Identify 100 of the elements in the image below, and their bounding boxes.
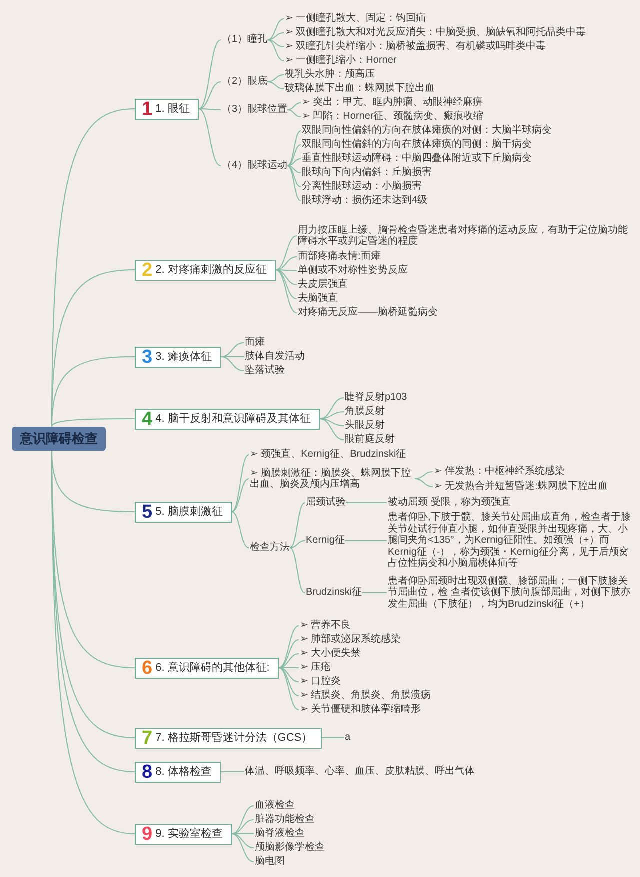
connector-line	[267, 32, 284, 40]
connector-line	[231, 478, 250, 512]
connector-line	[287, 102, 302, 110]
leaf-text: ➢ 结膜炎、角膜炎、角膜溃疡	[300, 690, 432, 702]
topic-label: 4. 脑干反射和意识障碍及其体征	[156, 412, 311, 426]
connector-line	[287, 166, 302, 202]
connector-line	[346, 502, 388, 504]
topic-label: 7. 格拉斯哥昏迷计分法（GCS）	[156, 732, 313, 744]
connector-line	[267, 40, 284, 48]
connector-line	[52, 418, 136, 428]
central-topic: 意识障碍检查	[12, 427, 106, 451]
leaf-text: 肢体自发活动	[245, 351, 305, 363]
connector-line	[231, 454, 250, 512]
topic-box	[135, 658, 279, 678]
topic-label: 6. 意识障碍的其他体征:	[156, 662, 270, 674]
connector-line	[267, 74, 284, 82]
topic-box	[135, 824, 232, 844]
connector-line	[275, 270, 298, 286]
leaf-text: ➢ 凹陷：Horner征、颈髓病变、瘢痕收缩	[302, 111, 484, 123]
subtopic-label: （1）瞳孔	[222, 34, 268, 46]
leaf-text: 脑脊液检查	[255, 828, 305, 840]
leaf-text: 面部疼痛表情:面瘫	[298, 251, 381, 263]
leaf-text: 面瘫	[245, 337, 265, 349]
connector-line	[267, 18, 284, 40]
topic-box	[135, 98, 199, 120]
connector-line	[231, 834, 254, 862]
section-number: 7	[142, 728, 153, 748]
connector-line	[414, 472, 434, 480]
topic-label: 5. 脑膜刺激征	[156, 506, 223, 518]
leaf-text: 眼球浮动：损伤还未达到4级	[302, 195, 428, 207]
leaf-text: 去皮层强直	[298, 279, 348, 291]
leaf-text: 脑电图	[255, 856, 285, 868]
leaf-text: 双眼同向性偏斜的方向在肢体瘫痪的对侧：大脑半球病变	[302, 125, 552, 137]
leaf-text: 玻璃体膜下出血：蛛网膜下腔出血	[285, 83, 435, 95]
leaf-text: 被动屈颈 受限，称为颈强直	[388, 497, 511, 509]
leaf-text: ➢ 双侧瞳孔散大和对光反应消失：中脑受损、脑缺氧和阿托品类中毒	[285, 27, 586, 39]
connector-line	[287, 166, 302, 188]
topic-box	[135, 408, 320, 430]
topic-box	[135, 728, 322, 748]
connector-line	[275, 270, 298, 300]
leaf-text: 视乳头水肿：颅高压	[285, 69, 375, 81]
topic-box	[135, 346, 221, 368]
connector-line	[278, 668, 300, 710]
connector-line	[220, 342, 244, 358]
leaf-text: ➢ 颈强直、Kernig征、Brudzinski征	[250, 449, 406, 461]
connector-line	[231, 834, 254, 848]
topic-box	[135, 502, 232, 522]
leaf-text: 对疼痛无反应——脑桥延髓病变	[298, 307, 438, 319]
connector-line	[198, 108, 222, 110]
connector-line	[275, 236, 298, 270]
connector-line	[344, 540, 388, 542]
section-number: 6	[142, 658, 153, 678]
leaf-text: a	[345, 732, 351, 744]
connector-line	[290, 502, 306, 548]
leaf-text: 分离性眼球运动：小脑损害	[302, 181, 422, 193]
connector-line	[287, 130, 302, 166]
section-number: 1	[142, 100, 153, 118]
topic-label: 3. 瘫痪体征	[156, 350, 212, 364]
leaf-text: ➢ 伴发热：中枢神经系统感染	[434, 466, 566, 478]
connector-line	[287, 110, 302, 118]
leaf-text: ➢ 突出：甲亢、眶内肿瘤、动眼神经麻痹	[302, 97, 484, 109]
connector-line	[319, 418, 344, 440]
subtopic-label: Kernig征	[306, 535, 345, 547]
leaf-text: 眼球向下向内偏斜：丘脑损害	[302, 167, 432, 179]
subtopic-label: （3）眼球位置	[222, 104, 288, 116]
subtopic-label: 检查方法	[250, 542, 290, 554]
leaf-text: ➢ 无发热合并短暂昏迷:蛛网膜下腔出血	[434, 481, 608, 493]
connector-line	[319, 418, 344, 426]
leaf-text: 眼前庭反射	[345, 434, 395, 446]
leaf-text: 患者仰卧屈颈时出现双侧髋、膝部屈曲；一侧下肢膝关节屈曲位，检 查者使该侧下肢向腹部屈曲，对侧下肢亦发生屈曲（下肢征），均为Brudzinski征（+）	[388, 576, 634, 610]
leaf-text: 患者仰卧,下肢于髋、膝关节处屈曲成直角，检查者于膝关节处试行伸直小腿，如伸直受限并出现疼痛，大、小腿间夹角<135°，为Kernig征阳性。如颈强（+）而Kernig征（-），称为颈强・Kernig征分离，见于后颅窝占位性病变和小脑扁桃体疝等	[388, 512, 634, 570]
connector-line	[278, 668, 300, 682]
leaf-text: ➢ 大小便失禁	[300, 648, 362, 660]
section-number: 3	[142, 348, 153, 366]
subtopic-label: Brudzinski征	[306, 587, 362, 599]
connector-line	[198, 108, 222, 166]
leaf-text: 头眼反射	[345, 420, 385, 432]
topic-label: 9. 实验室检查	[156, 828, 223, 840]
leaf-text: ➢ 口腔炎	[300, 676, 342, 688]
connector-line	[319, 398, 344, 420]
connector-line	[290, 540, 306, 548]
leaf-text: ➢ 压疮	[300, 662, 332, 674]
connector-line	[287, 166, 302, 174]
connector-line	[220, 356, 244, 358]
subtopic-label: 屈颈试验	[306, 497, 346, 509]
topic-box	[135, 260, 276, 280]
leaf-text: ➢ 脑膜刺激征：脑膜炎、蛛网膜下腔出血、脑炎及颅内压增高	[250, 468, 415, 490]
subtopic-label: （2）眼底	[222, 76, 268, 88]
leaf-text: ➢ 肺部或泌尿系统感染	[300, 634, 402, 646]
leaf-text: 角膜反射	[345, 406, 385, 418]
topic-label: 1. 眼征	[156, 102, 190, 116]
connector-line	[278, 654, 300, 668]
section-number: 5	[142, 502, 153, 522]
section-number: 2	[142, 260, 153, 280]
connector-line	[198, 82, 222, 110]
leaf-text: ➢ 营养不良	[300, 620, 352, 632]
leaf-text: 睫脊反射p103	[345, 392, 408, 404]
topic-label: 8. 体格检查	[156, 766, 212, 778]
section-number: 8	[142, 762, 153, 782]
topic-label: 2. 对疼痛刺激的反应征	[156, 264, 267, 276]
